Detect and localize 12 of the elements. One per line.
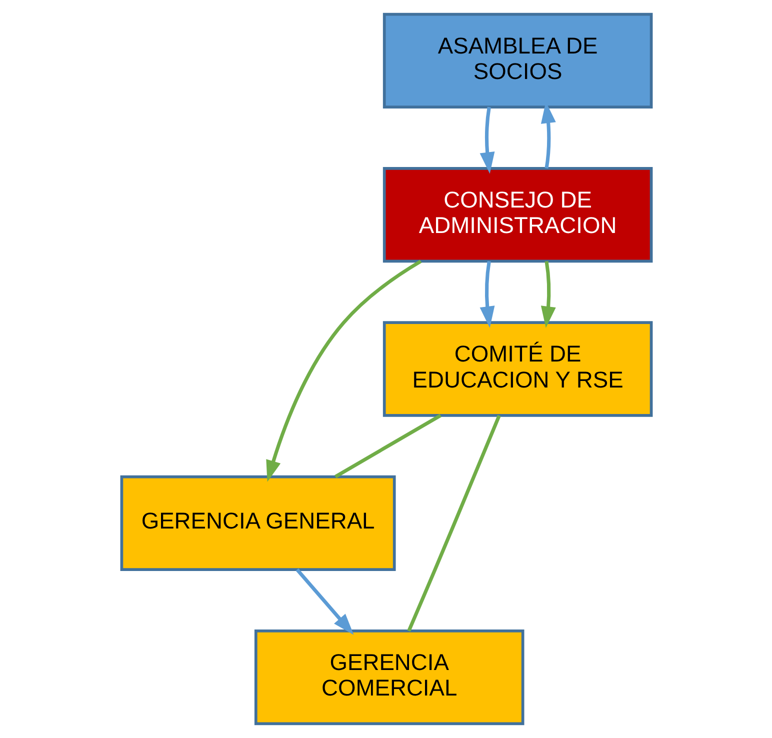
node-box: ASAMBLEA DE SOCIOS bbox=[382, 12, 652, 108]
node-box: COMITÉ DE EDUCACION Y RSE bbox=[382, 321, 652, 417]
arrow bbox=[479, 106, 494, 174]
connector bbox=[406, 414, 500, 632]
node-box: CONSEJO DE ADMINISTRACION bbox=[382, 167, 652, 263]
node-box: GERENCIA COMERCIAL bbox=[254, 630, 524, 726]
arrow bbox=[295, 568, 354, 635]
node-box: GERENCIA GENERAL bbox=[120, 475, 396, 571]
arrow bbox=[479, 260, 494, 328]
connector bbox=[334, 414, 441, 478]
arrow bbox=[540, 261, 556, 328]
arrow bbox=[266, 260, 422, 482]
